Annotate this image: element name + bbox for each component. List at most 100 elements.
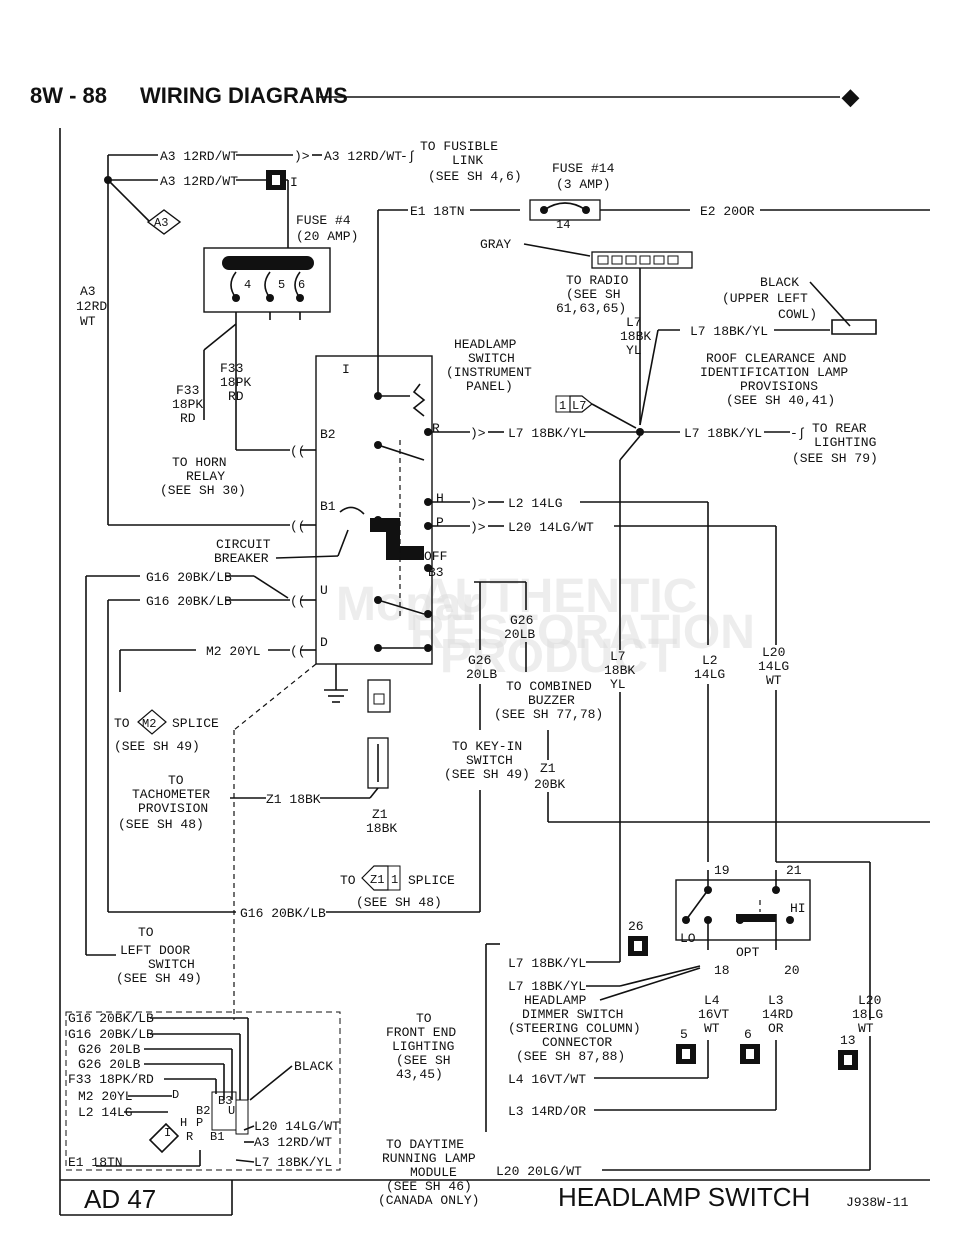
svg-text:(SEE SH 49): (SEE SH 49)	[444, 767, 530, 782]
svg-text:PANEL): PANEL)	[466, 379, 513, 394]
svg-text:L4: L4	[704, 993, 720, 1008]
svg-text:L7 18BK/YL: L7 18BK/YL	[690, 324, 768, 339]
a3-vert-3: WT	[80, 314, 96, 329]
svg-text:OFF: OFF	[424, 549, 447, 564]
svg-text:Mopar: Mopar	[336, 578, 480, 631]
svg-text:P: P	[436, 515, 444, 530]
svg-text:BLACK: BLACK	[294, 1059, 333, 1074]
svg-text:G16 20BK/LB: G16 20BK/LB	[146, 594, 232, 609]
svg-text:G16 20BK/LB: G16 20BK/LB	[146, 570, 232, 585]
svg-text:D: D	[172, 1088, 179, 1102]
radio-connector	[591, 251, 693, 269]
watermark: AUTHENTIC RESTORATION PRODUCT Mopar	[336, 570, 755, 683]
svg-text:61,63,65): 61,63,65)	[556, 301, 626, 316]
svg-text:B2: B2	[196, 1104, 210, 1118]
svg-text:RD: RD	[228, 389, 244, 404]
svg-text:SWITCH: SWITCH	[148, 957, 195, 972]
svg-text:(SEE SH 49): (SEE SH 49)	[116, 971, 202, 986]
svg-text:F33: F33	[220, 361, 243, 376]
svg-text:A3: A3	[154, 216, 168, 230]
svg-text:(INSTRUMENT: (INSTRUMENT	[446, 365, 532, 380]
svg-text:L4 16VT/WT: L4 16VT/WT	[508, 1072, 586, 1087]
svg-text:RD: RD	[180, 411, 196, 426]
svg-text:26: 26	[628, 919, 644, 934]
connector-5-icon: 5	[676, 1027, 696, 1064]
svg-text:TO: TO	[138, 925, 154, 940]
svg-text:LIGHTING: LIGHTING	[392, 1039, 454, 1054]
svg-text:BUZZER: BUZZER	[528, 693, 575, 708]
svg-text:IDENTIFICATION LAMP: IDENTIFICATION LAMP	[700, 365, 848, 380]
svg-text:BLACK: BLACK	[760, 275, 799, 290]
svg-text:(SEE SH 40,41): (SEE SH 40,41)	[726, 393, 835, 408]
svg-text:((: ((	[290, 519, 306, 534]
svg-text:TO KEY-IN: TO KEY-IN	[452, 739, 522, 754]
svg-text:(SEE SH: (SEE SH	[396, 1053, 451, 1068]
svg-text:OPT: OPT	[736, 945, 760, 960]
svg-text:TO: TO	[168, 773, 184, 788]
svg-text:TO COMBINED: TO COMBINED	[506, 679, 592, 694]
svg-text:(SEE SH 30): (SEE SH 30)	[160, 483, 246, 498]
svg-text:YL: YL	[610, 677, 626, 692]
svg-text:G26 20LB: G26 20LB	[78, 1042, 141, 1057]
fuse-block: 4 5 6	[203, 247, 331, 324]
svg-text:WT: WT	[858, 1021, 874, 1036]
svg-text:G26 20LB: G26 20LB	[78, 1057, 141, 1072]
svg-text:14LG: 14LG	[758, 659, 789, 674]
svg-text:Z1: Z1	[370, 873, 384, 887]
svg-text:TO DAYTIME: TO DAYTIME	[386, 1137, 464, 1152]
fuse14-line-1: FUSE #14	[552, 161, 615, 176]
svg-text:18LG: 18LG	[852, 1007, 883, 1022]
svg-text:L20: L20	[858, 993, 881, 1008]
svg-text:)>: )>	[470, 496, 486, 511]
svg-text:ROOF CLEARANCE AND: ROOF CLEARANCE AND	[706, 351, 847, 366]
svg-text:SPLICE: SPLICE	[172, 716, 219, 731]
svg-text:4: 4	[244, 278, 251, 292]
svg-text:DIMMER SWITCH: DIMMER SWITCH	[522, 1007, 623, 1022]
svg-text:14: 14	[556, 218, 570, 232]
svg-text:5: 5	[278, 278, 285, 292]
headlamp-switch: I B2 B1 U D R H P OFF B3	[315, 340, 447, 713]
svg-text:Z1 18BK: Z1 18BK	[266, 792, 321, 807]
footer-title: HEADLAMP SWITCH	[558, 1182, 810, 1212]
page-title: WIRING DIAGRAMS	[140, 83, 348, 108]
svg-text:18BK: 18BK	[620, 329, 651, 344]
gray-label: GRAY	[480, 237, 511, 252]
svg-text:G16 20BK/LB: G16 20BK/LB	[240, 906, 326, 921]
svg-text:G16 20BK/LB: G16 20BK/LB	[68, 1027, 154, 1042]
svg-text:L20 14LG/WT: L20 14LG/WT	[508, 520, 594, 535]
z1-splice-icon: Z1 1	[361, 865, 401, 891]
a3-vert-1: A3	[80, 284, 96, 299]
svg-text:L7 18BK/YL: L7 18BK/YL	[254, 1155, 332, 1170]
svg-text:(SEE SH 79): (SEE SH 79)	[792, 451, 878, 466]
footer-code: AD 47	[84, 1184, 156, 1214]
svg-text:P: P	[196, 1116, 203, 1130]
svg-text:18PK: 18PK	[220, 375, 251, 390]
svg-text:(SEE SH 46): (SEE SH 46)	[386, 1179, 472, 1194]
l7-splice-icon: 1 L7	[555, 395, 593, 413]
svg-text:I: I	[342, 362, 350, 377]
header-mark: ◆	[841, 84, 860, 109]
fuse4-line-2: (20 AMP)	[296, 229, 358, 244]
svg-text:L7 18BK/YL: L7 18BK/YL	[508, 979, 586, 994]
svg-text:RESTORATION: RESTORATION	[410, 606, 755, 659]
svg-text:HEADLAMP: HEADLAMP	[524, 993, 587, 1008]
svg-text:L7 18BK/YL: L7 18BK/YL	[684, 426, 762, 441]
svg-text:L7: L7	[610, 649, 626, 664]
svg-text:)>: )>	[470, 520, 486, 535]
svg-text:LIGHTING: LIGHTING	[814, 435, 876, 450]
svg-text:SPLICE: SPLICE	[408, 873, 455, 888]
a3-splice-icon: A3	[146, 209, 182, 235]
svg-text:L7 18BK/YL: L7 18BK/YL	[508, 426, 586, 441]
svg-text:WT: WT	[766, 673, 782, 688]
svg-text:43,45): 43,45)	[396, 1067, 443, 1082]
svg-text:H: H	[180, 1116, 187, 1130]
svg-text:D: D	[320, 635, 328, 650]
a3-label-3: A3 12RD/WT	[160, 174, 238, 189]
svg-text:RUNNING LAMP: RUNNING LAMP	[382, 1151, 476, 1166]
svg-text:G26: G26	[468, 653, 491, 668]
svg-text:L20: L20	[762, 645, 785, 660]
svg-text:M2 20YL: M2 20YL	[206, 644, 261, 659]
svg-text:PROVISIONS: PROVISIONS	[740, 379, 818, 394]
svg-text:-∫: -∫	[400, 149, 416, 164]
svg-text:L2 14LG: L2 14LG	[78, 1105, 133, 1120]
